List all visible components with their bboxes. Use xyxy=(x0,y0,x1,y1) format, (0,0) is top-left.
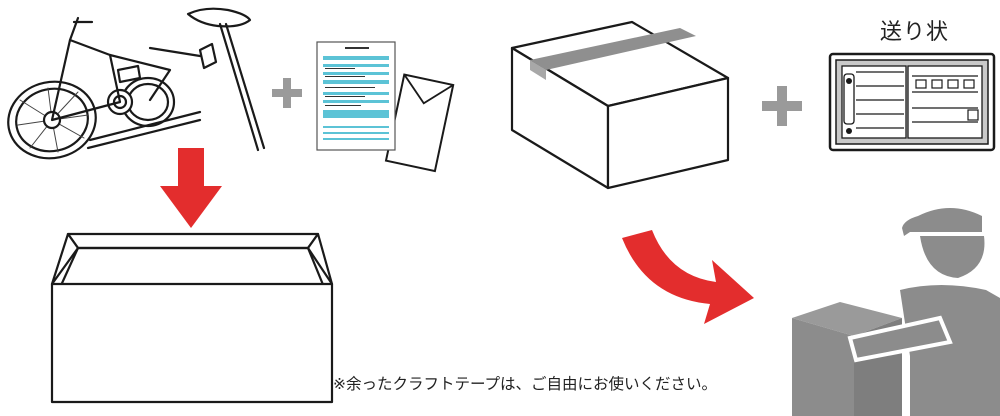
down-arrow-icon xyxy=(160,148,222,228)
plus-sign-2 xyxy=(762,86,802,126)
curved-arrow-icon xyxy=(622,230,754,324)
folding-bicycle-icon xyxy=(7,7,266,160)
document-and-envelope-icon xyxy=(316,41,455,173)
shipping-label-title: 送り状 xyxy=(880,20,950,45)
shipping-label-icon xyxy=(828,52,996,152)
open-box-icon xyxy=(50,232,334,404)
sealed-box-icon xyxy=(510,20,730,190)
plus-sign-1 xyxy=(272,78,302,108)
courier-person-icon xyxy=(792,208,1000,416)
tape-usage-note: ※余ったクラフトテープは、ご自由にお使いください。 xyxy=(333,375,718,393)
